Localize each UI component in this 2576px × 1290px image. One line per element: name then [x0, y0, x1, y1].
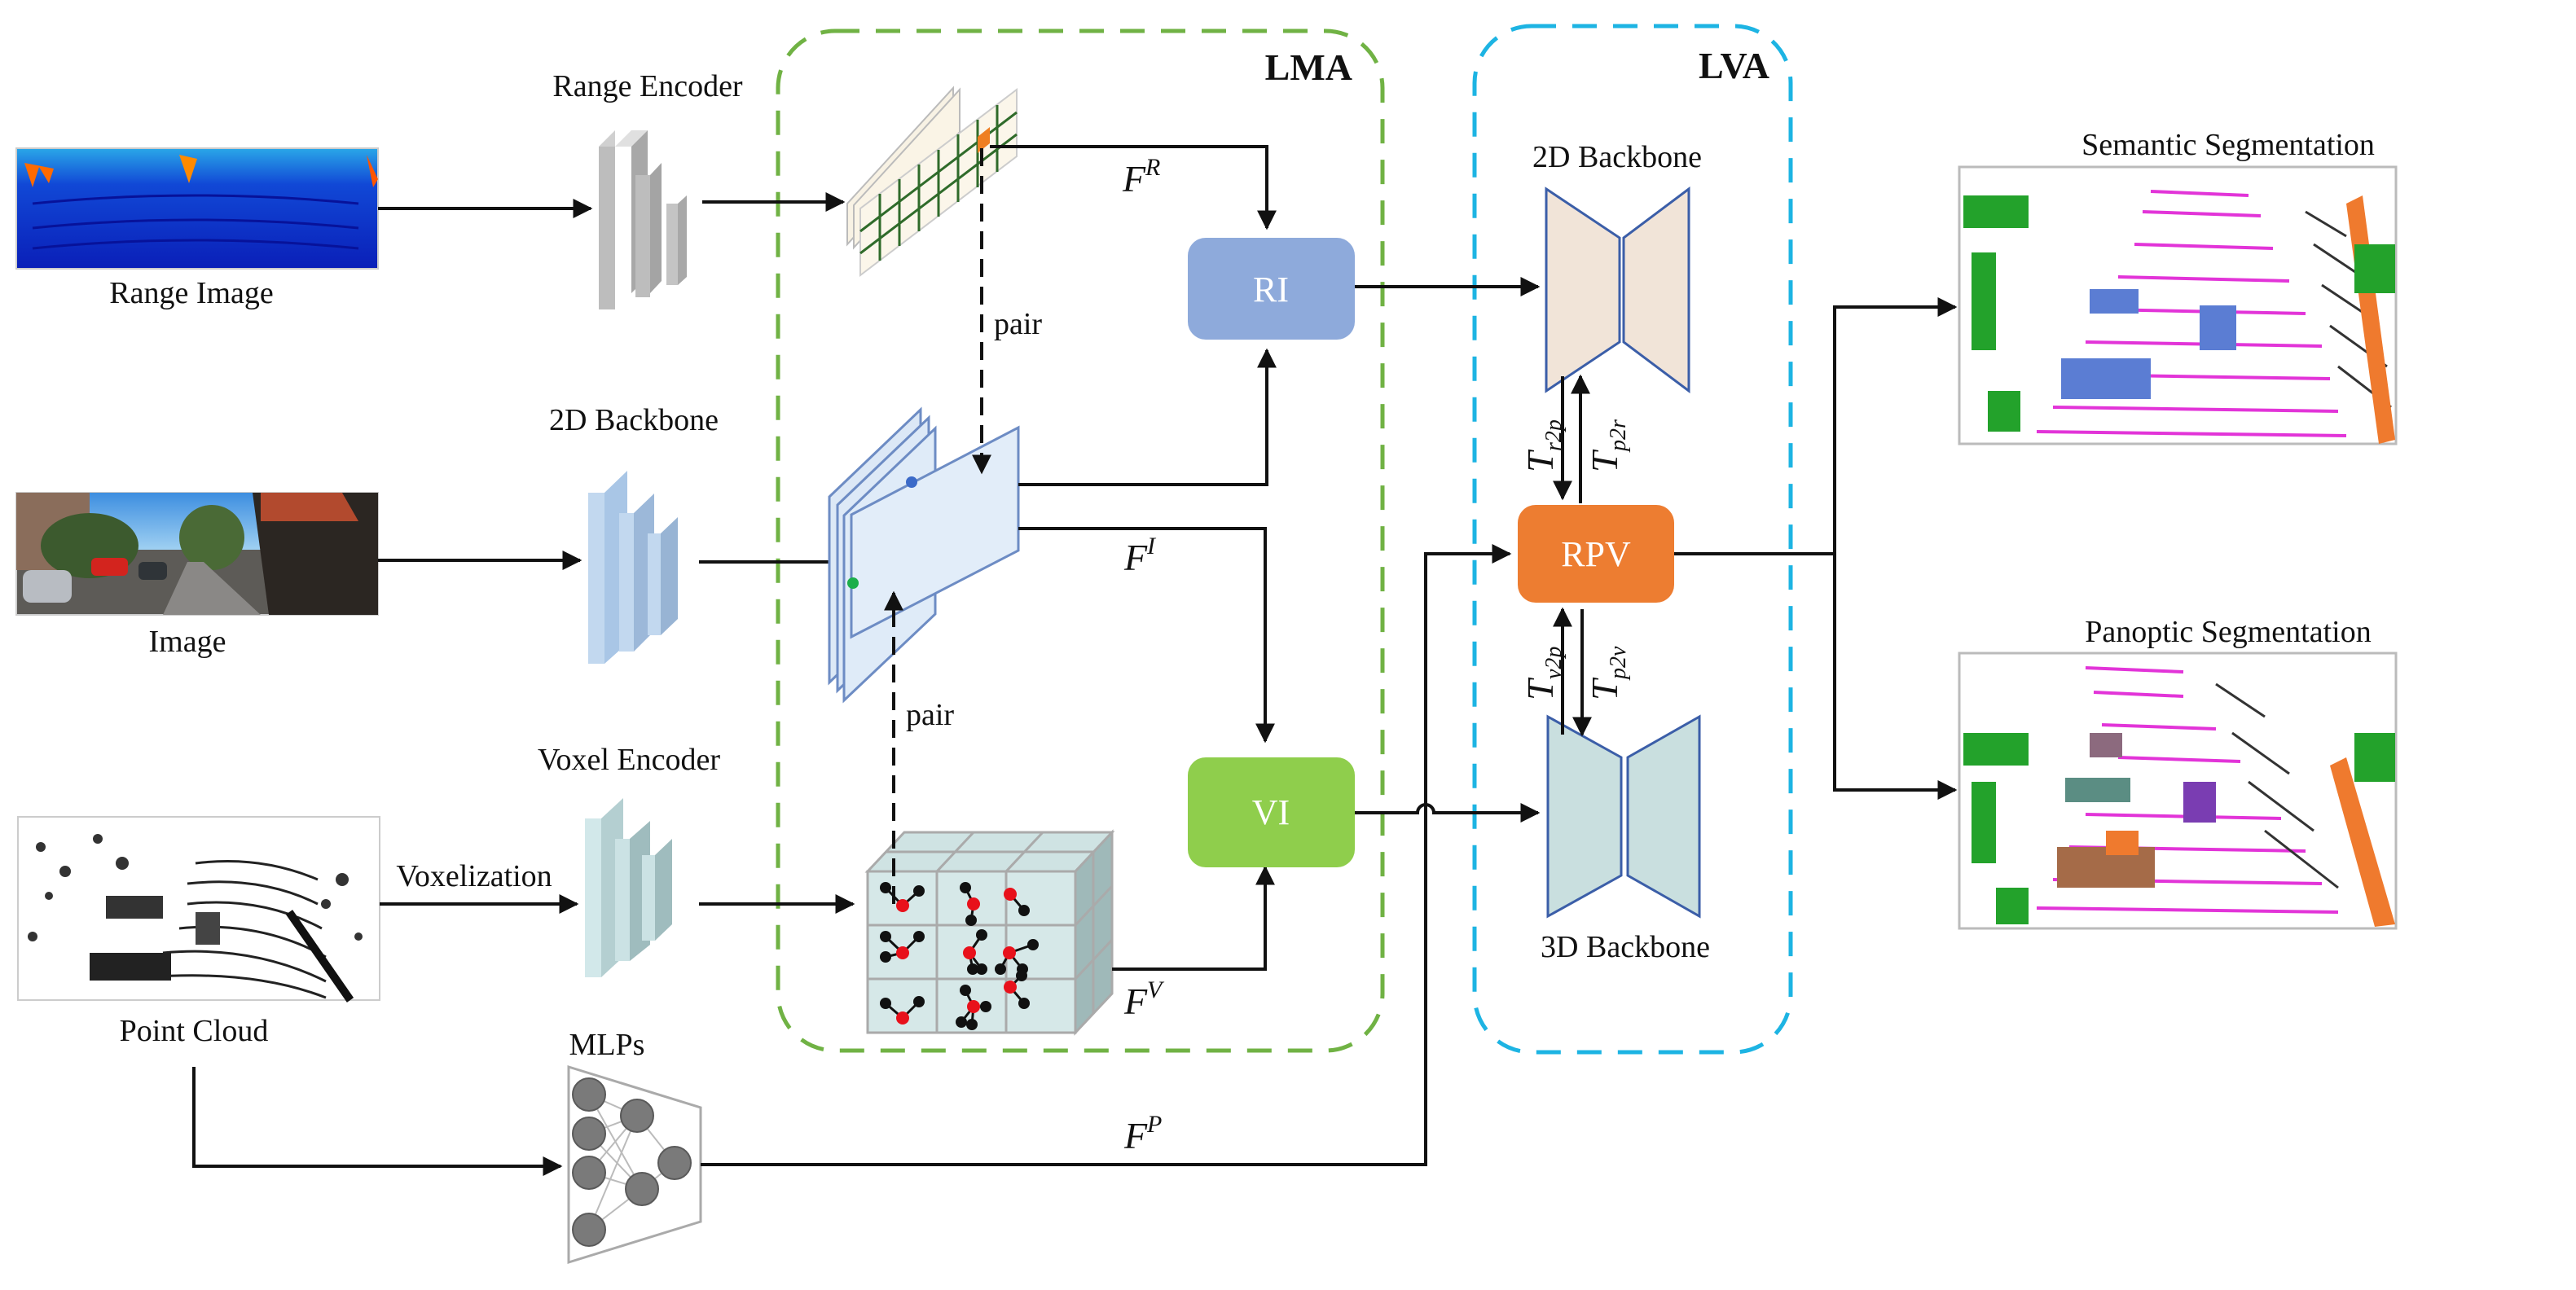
edge-pointcloud-to-mlps [192, 1067, 563, 1176]
svg-text:V: V [1147, 976, 1165, 1003]
lva-2d-backbone-label: 2D Backbone [1532, 140, 1702, 174]
svg-text:I: I [1146, 533, 1157, 559]
pair-label-top: pair [994, 307, 1042, 341]
svg-text:p2v: p2v [1606, 646, 1631, 681]
range-feature-map [846, 86, 1018, 278]
lva-3d-backbone-label: 3D Backbone [1541, 930, 1710, 964]
lva-2d-backbone-block [1545, 186, 1690, 393]
image-label: Image [149, 625, 226, 659]
svg-text:T: T [1584, 449, 1625, 472]
transform-label-p2v: T p2v [1584, 646, 1631, 700]
feature-label-fi: F I [1123, 533, 1157, 578]
svg-text:F: F [1123, 537, 1148, 578]
lma-group-box [776, 29, 1385, 1053]
ri-module: RI [1188, 238, 1355, 340]
svg-text:p2r: p2r [1606, 419, 1631, 453]
svg-text:T: T [1519, 449, 1561, 472]
image-pixel-green-dot [847, 577, 859, 589]
camera-image-thumbnail [15, 492, 379, 616]
transform-label-r2p: T r2p [1519, 419, 1567, 472]
panoptic-segmentation-label: Panoptic Segmentation [2085, 615, 2371, 649]
point-cloud-label: Point Cloud [120, 1014, 269, 1048]
vi-module: VI [1188, 757, 1355, 867]
lva-3d-backbone-block [1546, 714, 1701, 919]
edge-rpv-to-panoptic [1833, 554, 1958, 800]
feature-label-fp: F P [1123, 1111, 1162, 1156]
lva-title: LVA [1699, 45, 1769, 86]
feature-label-fv: F V [1123, 976, 1165, 1022]
svg-text:T: T [1584, 677, 1625, 700]
feature-label-fr: F R [1122, 154, 1160, 200]
transform-label-p2r: T p2r [1584, 419, 1631, 472]
range-encoder-block [599, 130, 687, 309]
svg-text:F: F [1122, 158, 1146, 200]
pair-label-bottom: pair [906, 698, 954, 732]
edge-fr-to-ri [990, 145, 1277, 230]
voxelization-label: Voxelization [396, 859, 552, 893]
mlps-block [567, 1064, 702, 1265]
edge-fi-to-ri [1018, 348, 1277, 486]
left-2d-backbone-label: 2D Backbone [549, 403, 719, 437]
svg-text:F: F [1123, 981, 1148, 1022]
svg-text:v2p: v2p [1541, 647, 1567, 679]
semantic-segmentation-label: Semantic Segmentation [2081, 128, 2375, 162]
point-cloud-thumbnail [17, 816, 380, 1003]
mlps-label: MLPs [569, 1028, 645, 1062]
range-image-thumbnail [15, 147, 379, 270]
voxel-encoder-label: Voxel Encoder [538, 743, 720, 777]
edge-vi-to-3d-backbone [1355, 803, 1541, 823]
range-image-label: Range Image [109, 276, 274, 310]
rpv-label: RPV [1561, 534, 1631, 574]
edge-fp-to-rpv [701, 544, 1512, 1166]
rpv-module: RPV [1518, 505, 1674, 603]
transform-label-v2p: T v2p [1519, 647, 1567, 700]
range-encoder-label: Range Encoder [552, 69, 743, 103]
svg-text:r2p: r2p [1541, 419, 1567, 451]
voxel-grid [864, 829, 1115, 1036]
edge-fv-to-vi [1112, 865, 1275, 971]
semantic-segmentation-image [1958, 165, 2398, 445]
ri-label: RI [1253, 270, 1289, 309]
svg-text:P: P [1146, 1111, 1162, 1138]
panoptic-segmentation-image [1958, 652, 2398, 930]
svg-text:T: T [1519, 677, 1561, 700]
image-feature-map [828, 406, 1020, 704]
lva-group-box [1472, 24, 1793, 1055]
image-pixel-blue-dot [906, 476, 917, 488]
left-2d-backbone-block [588, 471, 678, 664]
edge-fi-to-vi [1018, 527, 1275, 744]
lma-title: LMA [1265, 46, 1352, 88]
edge-rpv-to-semantic [1674, 297, 1958, 555]
svg-text:F: F [1123, 1115, 1148, 1156]
voxel-encoder-block [585, 798, 672, 977]
svg-text:R: R [1145, 154, 1160, 181]
vi-label: VI [1252, 792, 1290, 832]
